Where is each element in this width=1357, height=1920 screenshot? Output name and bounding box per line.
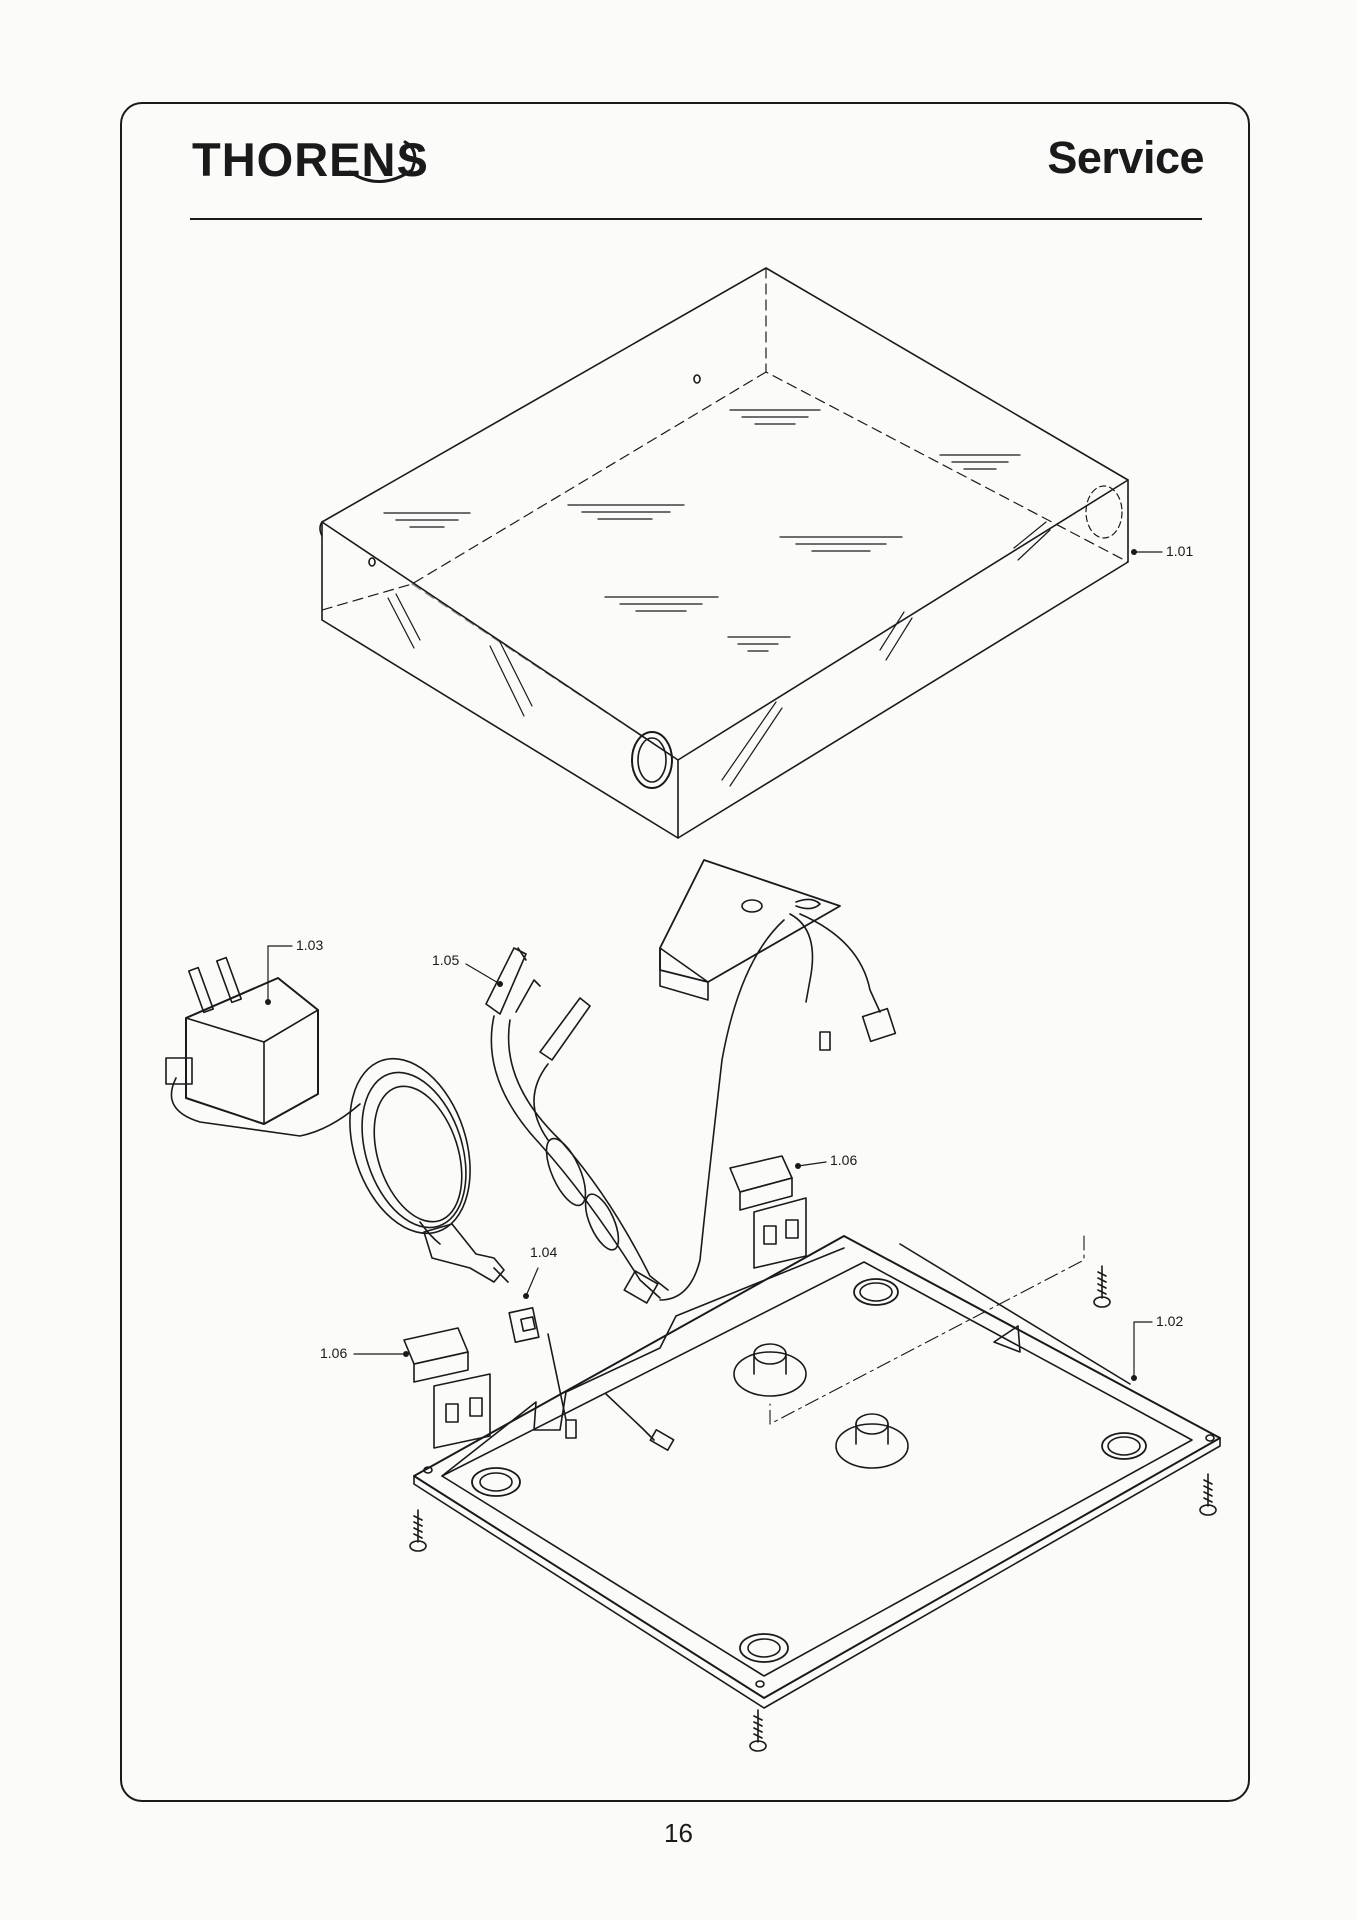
leader-dots [265, 549, 1137, 1381]
callout-1-01: 1.01 [1166, 543, 1194, 559]
power-adapter [165, 956, 509, 1283]
rca-cable [485, 947, 669, 1304]
base-plate [413, 1235, 1221, 1709]
callout-1-05: 1.05 [432, 952, 460, 968]
callout-1-06-lower: 1.06 [320, 1345, 348, 1361]
dust-cover [319, 267, 1129, 839]
page-number: 16 [664, 1818, 693, 1848]
switch-upper [729, 1155, 807, 1269]
section-title: Service [1047, 132, 1204, 183]
callout-1-02: 1.02 [1156, 1313, 1184, 1329]
callout-1-04: 1.04 [530, 1244, 558, 1260]
leader-lines [267, 551, 1163, 1379]
page-frame [120, 102, 1250, 1802]
brand-logo: THORENS [192, 133, 429, 186]
assembly-lines [769, 1235, 1085, 1425]
screws [409, 1265, 1217, 1752]
callout-1-03: 1.03 [296, 937, 324, 953]
logo-swoosh [348, 140, 417, 183]
header-rule [190, 218, 1202, 220]
switch-lower [403, 1327, 491, 1449]
tonearm-bracket [659, 859, 897, 1301]
callout-1-06-upper: 1.06 [830, 1152, 858, 1168]
connector [508, 1307, 675, 1451]
